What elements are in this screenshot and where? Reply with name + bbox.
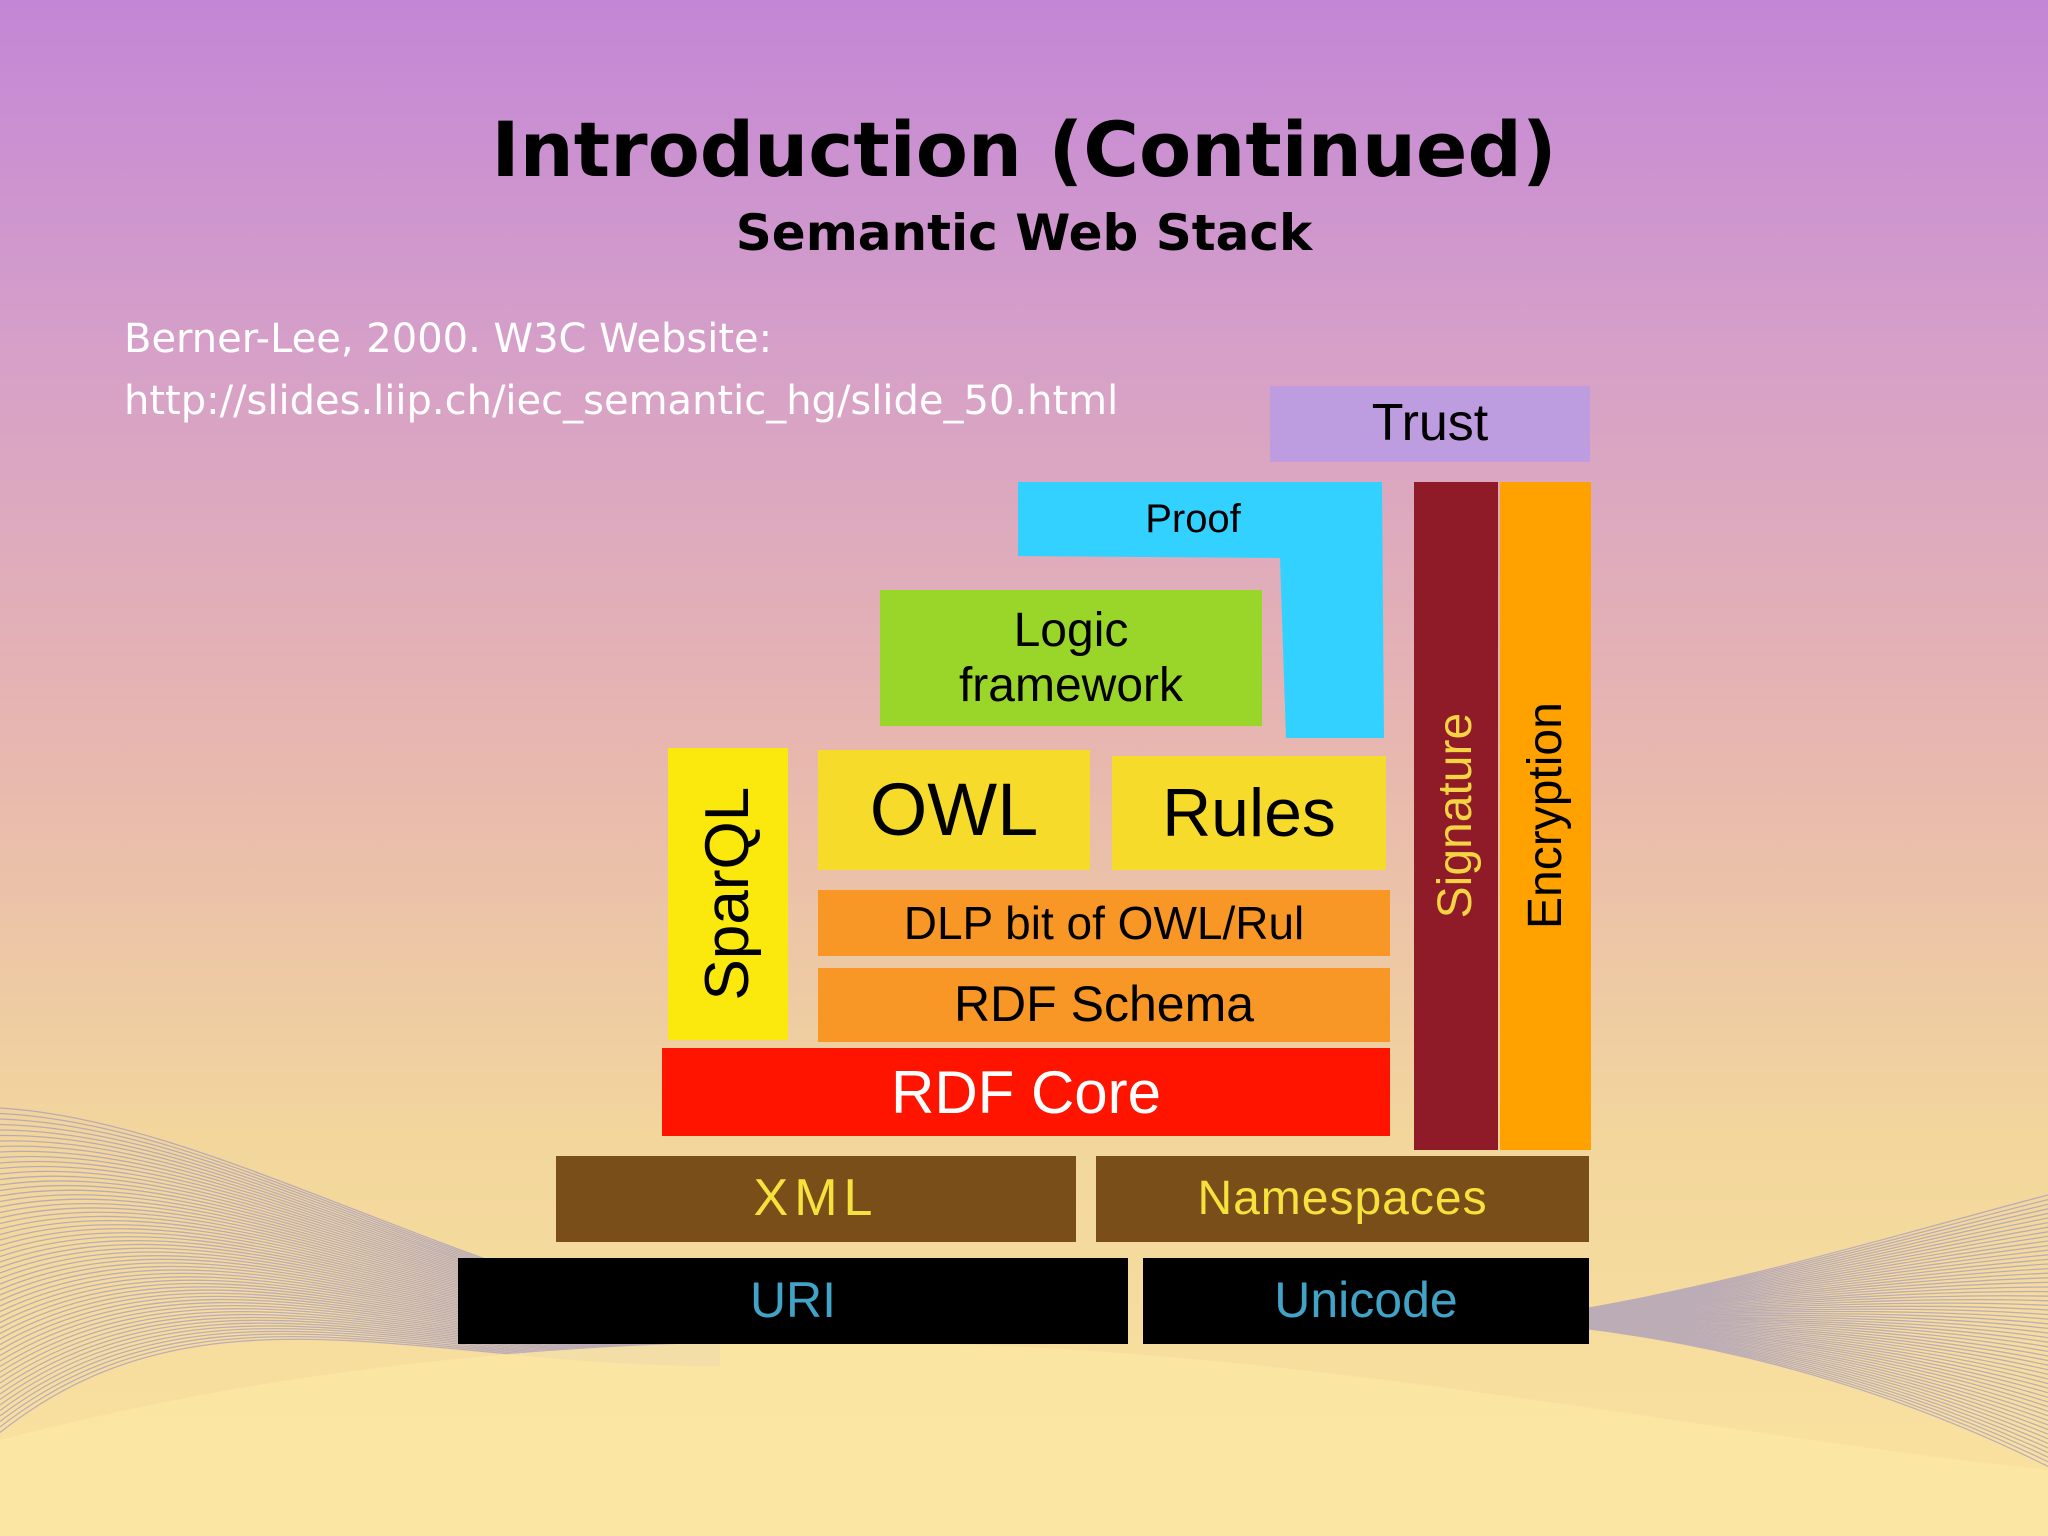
sparql-label: SparQL xyxy=(693,787,763,1001)
unicode-layer: Unicode xyxy=(1143,1258,1589,1344)
rdf-core-layer: RDF Core xyxy=(662,1048,1390,1136)
unicode-label: Unicode xyxy=(1274,1272,1458,1329)
rdf-schema-label: RDF Schema xyxy=(953,976,1255,1033)
slide-title: Introduction (Continued) xyxy=(491,105,1557,194)
uri-layer: URI xyxy=(458,1258,1128,1344)
xml-layer: XML xyxy=(556,1156,1076,1242)
rdf-schema-layer: RDF Schema xyxy=(818,968,1390,1042)
dlp-layer: DLP bit of OWL/Rul xyxy=(818,890,1390,956)
signature-layer: Signature xyxy=(1414,482,1498,1150)
citation-url: http://slides.liip.ch/iec_semantic_hg/sl… xyxy=(124,378,1119,424)
proof-label: Proof xyxy=(1145,496,1241,541)
xml-label: XML xyxy=(753,1169,879,1228)
encryption-layer: Encryption xyxy=(1500,482,1591,1150)
owl-label: OWL xyxy=(869,768,1039,852)
trust-label: Trust xyxy=(1371,394,1489,453)
logic-label-line-2: framework xyxy=(958,659,1184,712)
encryption-label: Encryption xyxy=(1518,702,1572,930)
citation: Berner-Lee, 2000. W3C Website: http://sl… xyxy=(124,308,1118,432)
rules-layer: Rules xyxy=(1112,756,1386,870)
rules-label: Rules xyxy=(1162,774,1336,851)
citation-line-1: Berner-Lee, 2000. W3C Website: xyxy=(124,316,773,362)
namespaces-layer: Namespaces xyxy=(1096,1156,1589,1242)
proof-layer xyxy=(1018,482,1384,738)
trust-layer: Trust xyxy=(1270,386,1590,462)
signature-label: Signature xyxy=(1429,713,1483,919)
slide-subtitle: Semantic Web Stack xyxy=(735,204,1313,262)
rdf-core-label: RDF Core xyxy=(890,1058,1162,1126)
logic-label-line-1: Logic xyxy=(1013,603,1129,657)
logic-framework-layer: Logic framework xyxy=(880,590,1262,726)
owl-layer: OWL xyxy=(818,750,1090,870)
sparql-layer: SparQL xyxy=(668,748,788,1040)
dlp-label: DLP bit of OWL/Rul xyxy=(903,896,1305,949)
uri-label: URI xyxy=(749,1272,837,1329)
namespaces-label: Namespaces xyxy=(1197,1172,1488,1226)
